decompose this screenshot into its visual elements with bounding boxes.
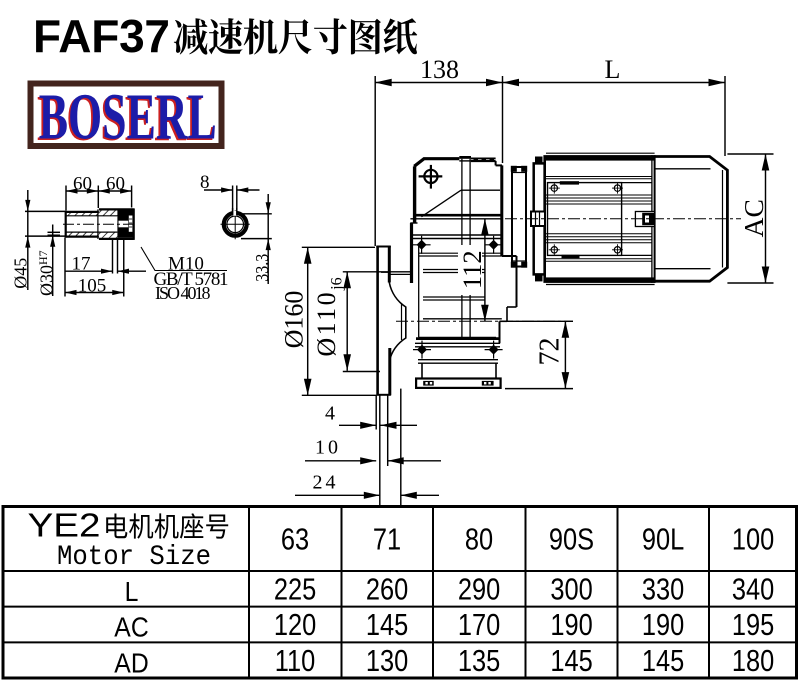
- svg-text:60: 60: [106, 174, 125, 195]
- svg-text:135: 135: [458, 644, 500, 679]
- svg-text:138: 138: [420, 55, 459, 84]
- svg-text:BOSERL: BOSERL: [39, 80, 217, 153]
- svg-text:260: 260: [366, 572, 408, 607]
- svg-text:L: L: [125, 576, 139, 608]
- svg-text:330: 330: [642, 572, 684, 607]
- svg-text:300: 300: [550, 572, 592, 607]
- svg-text:130: 130: [366, 644, 408, 679]
- svg-text:145: 145: [366, 608, 408, 643]
- svg-text:190: 190: [642, 608, 684, 643]
- svg-text:225: 225: [274, 572, 316, 607]
- svg-text:17: 17: [72, 254, 91, 275]
- svg-text:195: 195: [732, 608, 774, 643]
- svg-text:4: 4: [325, 403, 335, 425]
- svg-text:BOSERL: BOSERL: [37, 82, 215, 155]
- svg-text:340: 340: [732, 572, 774, 607]
- svg-text:90L: 90L: [642, 522, 684, 557]
- svg-text:FAF37: FAF37: [33, 10, 170, 62]
- svg-text:Ø160: Ø160: [280, 291, 309, 349]
- svg-text:110: 110: [275, 644, 316, 679]
- svg-text:8: 8: [200, 172, 210, 193]
- svg-text:M10: M10: [168, 254, 204, 275]
- svg-text:YE2: YE2: [28, 507, 101, 544]
- svg-text:90S: 90S: [549, 522, 594, 557]
- svg-text:112: 112: [457, 250, 487, 289]
- svg-text:190: 190: [550, 608, 592, 643]
- svg-text:Motor Size: Motor Size: [57, 542, 211, 573]
- svg-text:ISO 4018: ISO 4018: [155, 283, 211, 303]
- svg-text:145: 145: [642, 644, 684, 679]
- svg-text:63: 63: [281, 522, 309, 557]
- svg-text:100: 100: [732, 522, 774, 557]
- svg-text:Ø110j6: Ø110j6: [312, 277, 346, 356]
- svg-text:60: 60: [73, 174, 92, 195]
- svg-text:Ø45: Ø45: [10, 258, 30, 289]
- svg-text:10: 10: [315, 437, 341, 459]
- svg-text:L: L: [605, 55, 621, 84]
- svg-text:120: 120: [274, 608, 316, 643]
- svg-text:80: 80: [465, 522, 493, 557]
- svg-text:145: 145: [550, 644, 592, 679]
- svg-text:105: 105: [78, 276, 107, 297]
- svg-text:72: 72: [535, 338, 566, 366]
- svg-text:180: 180: [732, 644, 774, 679]
- svg-text:290: 290: [458, 572, 500, 607]
- svg-text:GB/T 5781: GB/T 5781: [154, 269, 229, 290]
- svg-text:24: 24: [313, 472, 339, 494]
- svg-text:170: 170: [458, 608, 500, 643]
- svg-text:AC: AC: [738, 199, 769, 237]
- svg-text:33.3: 33.3: [252, 254, 272, 282]
- svg-text:71: 71: [373, 522, 401, 557]
- svg-text:AD: AD: [114, 647, 148, 679]
- svg-text:AC: AC: [114, 611, 148, 643]
